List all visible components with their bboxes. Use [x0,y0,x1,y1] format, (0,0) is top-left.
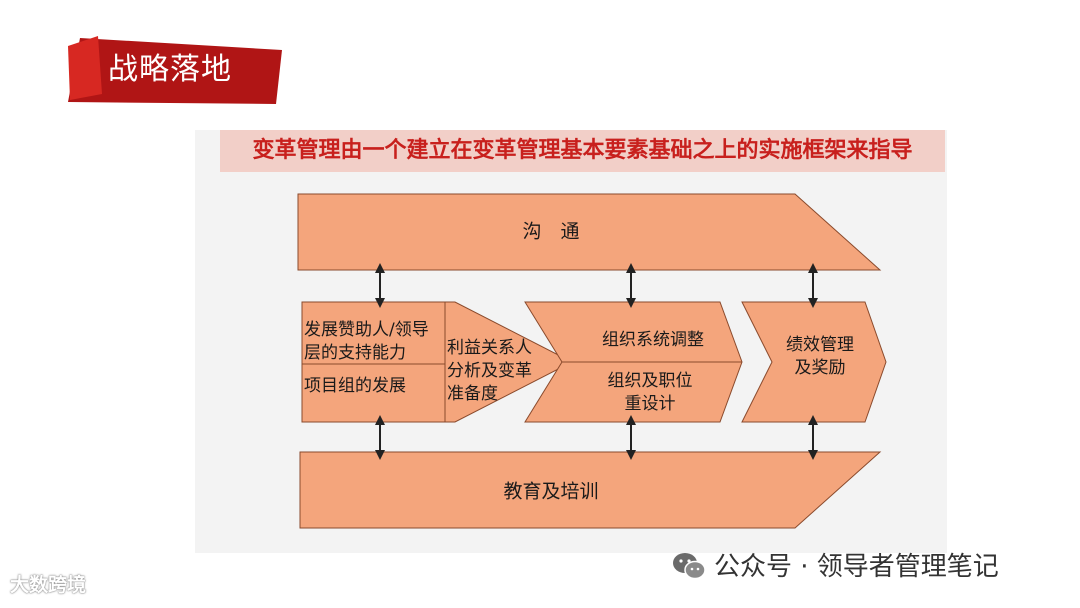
sponsor-capability-label-2: 层的支持能力 [304,343,406,363]
wechat-icon [673,553,706,580]
training-arrow [299,451,882,529]
sponsor-capability-block [301,301,574,423]
performance-label-2: 及奖励 [795,358,846,378]
page-title: 战略落地 [108,52,232,87]
stakeholder-label-2: 分析及变革 [447,361,532,381]
watermark-left: 大数跨境 [10,574,87,596]
header-banner [68,36,282,104]
diagram-subtitle: 变革管理由一个建立在变革管理基本要素基础之上的实施框架来指导 [220,130,945,172]
performance-label-1: 绩效管理 [786,335,854,355]
stakeholder-label-3: 准备度 [447,384,498,404]
training-label: 教育及培训 [503,481,598,503]
org-redesign-label-1: 组织及职位 [608,371,693,391]
org-redesign-label-2: 重设计 [625,394,676,414]
project-team-label: 项目组的发展 [304,376,406,396]
communication-label: 沟 通 [522,221,579,243]
watermark-right: 公众号 · 领导者管理笔记 [714,552,999,582]
org-system-adjust-label: 组织系统调整 [602,330,704,350]
stakeholder-label-1: 利益关系人 [447,338,532,358]
performance-block [741,301,887,423]
sponsor-capability-label-1: 发展赞助人/领导 [304,320,429,340]
communication-arrow [297,193,882,271]
